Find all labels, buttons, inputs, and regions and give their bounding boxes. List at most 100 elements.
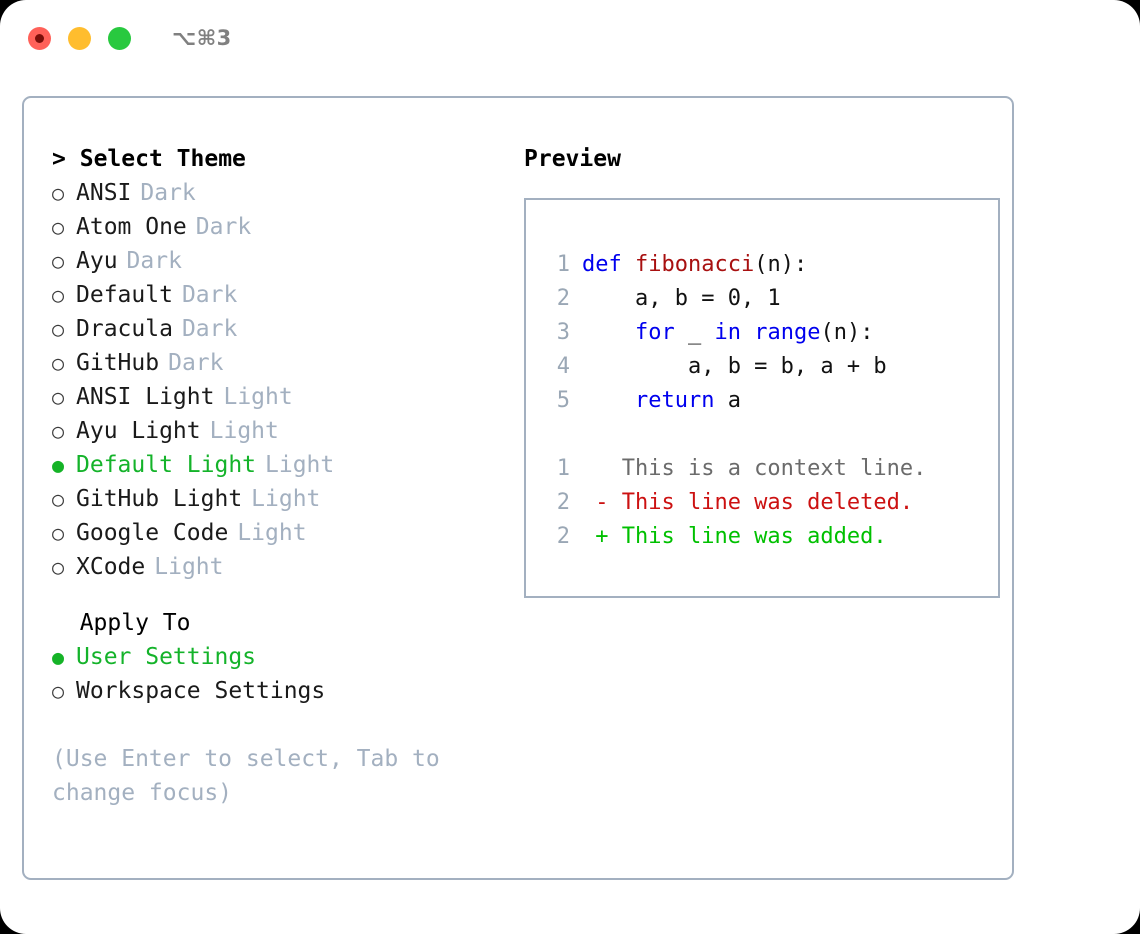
select-theme-title: Select Theme <box>79 146 246 172</box>
code-line: 4 a, b = b, a + b <box>542 350 998 384</box>
theme-option-label: ANSI Light <box>76 384 215 410</box>
theme-option-label: Default Light <box>76 452 257 478</box>
theme-option-github-light[interactable]: ○ GitHub Light Light <box>52 482 508 516</box>
diff-line-number: 2 <box>556 490 570 515</box>
code-line-text: def fibonacci(n): <box>582 248 807 282</box>
title-bar: ⌥⌘3 <box>0 0 1140 76</box>
radio-unselected-icon: ○ <box>52 419 65 443</box>
theme-option-tag: Light <box>251 486 321 512</box>
radio-unselected-icon: ○ <box>52 555 65 579</box>
maximize-button[interactable] <box>108 26 131 50</box>
select-theme-heading: > Select Theme <box>52 142 508 176</box>
theme-option-default-light[interactable]: ● Default Light Light <box>52 448 508 482</box>
prompt-caret: > <box>52 146 66 172</box>
radio-unselected-icon: ○ <box>52 283 65 307</box>
code-line: 1 def fibonacci(n): <box>542 248 998 282</box>
code-line-text: return a <box>582 384 741 418</box>
code-token-plain: a <box>714 388 741 413</box>
code-token-fn: fibonacci <box>634 252 755 277</box>
code-line-number: 3 <box>556 320 570 345</box>
traffic-lights <box>28 26 131 50</box>
theme-option-label: GitHub Light <box>76 486 243 512</box>
code-line: 3 for _ in range(n): <box>542 316 998 350</box>
diff-line-text-ctx: This is a context line. <box>582 456 927 481</box>
theme-option-label: XCode <box>76 554 146 580</box>
theme-option-tag: Light <box>265 452 335 478</box>
close-icon <box>35 33 44 43</box>
radio-unselected-icon: ○ <box>52 487 65 511</box>
diff-line: 2 + This line was added. <box>542 520 998 554</box>
apply-to-heading: Apply To <box>52 606 508 640</box>
code-token-kw: def <box>582 252 635 277</box>
radio-unselected-icon: ○ <box>52 385 65 409</box>
theme-option-label: Default <box>76 282 173 308</box>
minimize-button[interactable] <box>68 26 91 50</box>
code-line: 2 a, b = 0, 1 <box>542 282 998 316</box>
diff-line-number: 1 <box>556 456 570 481</box>
apply-to-option-workspace-settings[interactable]: ○Workspace Settings <box>52 674 508 708</box>
diff-line-text-add: + This line was added. <box>582 524 887 549</box>
code-token-plain: _ <box>674 320 715 345</box>
close-button[interactable] <box>28 26 51 50</box>
code-line-text: for _ in range(n): <box>582 316 873 350</box>
radio-unselected-icon: ○ <box>52 181 65 205</box>
radio-selected-icon: ● <box>52 453 65 477</box>
theme-option-tag: Light <box>237 520 307 546</box>
code-token-kw: return <box>634 388 715 413</box>
code-line-text: a, b = b, a + b <box>582 350 887 384</box>
apply-to-option-user-settings[interactable]: ● User Settings <box>52 640 508 674</box>
radio-unselected-icon: ○ <box>52 351 65 375</box>
apply-to-option-label: User Settings <box>76 644 257 670</box>
code-token-kw: for <box>634 320 675 345</box>
code-line: 5 return a <box>542 384 998 418</box>
code-token-plain: a, b = 0, 1 <box>582 286 781 311</box>
apply-to-option-list: ● User Settings ○Workspace Settings <box>52 640 508 708</box>
theme-option-label: Ayu Light <box>76 418 201 444</box>
theme-option-tag: Light <box>209 418 279 444</box>
theme-option-label: Ayu <box>76 248 118 274</box>
theme-option-ansi[interactable]: ○ ANSI Dark <box>52 176 508 210</box>
preview-heading: Preview <box>524 146 621 172</box>
theme-option-ayu-light[interactable]: ○ Ayu Light Light <box>52 414 508 448</box>
radio-selected-icon: ● <box>52 645 65 669</box>
theme-option-tag: Dark <box>126 248 182 274</box>
diff-sample: 1 This is a context line.2 - This line w… <box>542 452 998 554</box>
code-token-kw: in <box>714 320 741 345</box>
code-token-plain <box>582 388 635 413</box>
code-token-plain: (n): <box>754 252 808 277</box>
theme-option-google-code[interactable]: ○ Google Code Light <box>52 516 508 550</box>
radio-unselected-icon: ○ <box>52 317 65 341</box>
keyboard-shortcut-label: ⌥⌘3 <box>172 26 232 50</box>
theme-option-label: GitHub <box>76 350 160 376</box>
radio-unselected-icon: ○ <box>52 521 65 545</box>
code-line-text: a, b = 0, 1 <box>582 282 781 316</box>
theme-option-label: Dracula <box>76 316 173 342</box>
diff-line-number: 2 <box>556 524 570 549</box>
code-token-plain: a, b = b, a + b <box>582 354 887 379</box>
code-token-plain <box>582 320 635 345</box>
theme-option-tag: Dark <box>140 180 196 206</box>
keyboard-hint: (Use Enter to select, Tab to change focu… <box>52 746 440 806</box>
code-token-plain: (n): <box>820 320 874 345</box>
code-line-number: 1 <box>556 252 570 277</box>
theme-option-label: Atom One <box>76 214 187 240</box>
diff-line: 1 This is a context line. <box>542 452 998 486</box>
theme-option-tag: Light <box>154 554 224 580</box>
theme-option-xcode[interactable]: ○ XCode Light <box>52 550 508 584</box>
code-token-plain <box>741 320 754 345</box>
theme-option-label: ANSI <box>76 180 132 206</box>
code-line-number: 5 <box>556 388 570 413</box>
theme-option-label: Google Code <box>76 520 229 546</box>
code-line-number: 4 <box>556 354 570 379</box>
